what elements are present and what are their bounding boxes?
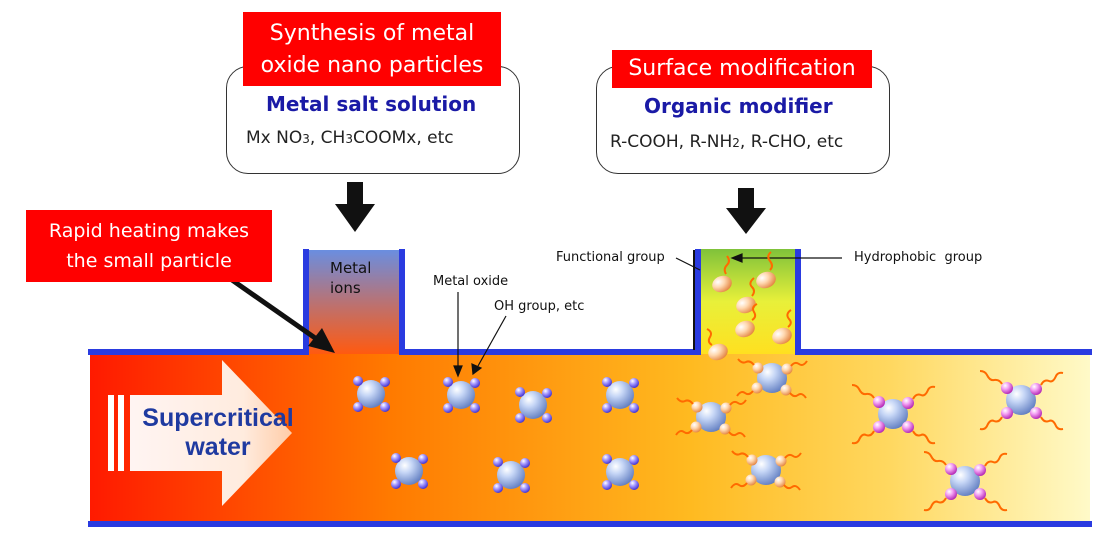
organic-modifiers xyxy=(706,251,792,361)
hydrophobic-group-label: Hydrophobic group xyxy=(854,250,983,265)
pipe-walls xyxy=(88,249,1092,527)
surface-title: Surface modification xyxy=(612,50,872,88)
supercritical-flow-arrow xyxy=(108,360,292,506)
metal-ions-label: Metal ions xyxy=(330,259,372,297)
organic-modifier-heading: Organic modifier xyxy=(644,94,833,118)
synthesis-title: Synthesis of metal oxide nano particles xyxy=(243,12,501,86)
metal-salt-heading: Metal salt solution xyxy=(266,92,477,116)
surface-title-text: Surface modification xyxy=(628,56,856,81)
metal-salt-formula: Mx NO3, CH3COOMx, etc xyxy=(246,128,454,148)
rapid-heating-line2: the small particle xyxy=(66,250,232,272)
feed-arrow-left xyxy=(335,182,375,232)
organic-modifier-formula: R-COOH, R-NH2, R-CHO, etc xyxy=(610,132,844,152)
supercritical-water-label: Supercritical water xyxy=(142,404,294,461)
synthesis-title-line1: Synthesis of metal xyxy=(269,21,475,46)
oh-group-label: OH group, etc xyxy=(494,299,585,314)
metal-oxide-label: Metal oxide xyxy=(433,274,509,289)
feed-arrow-right xyxy=(726,188,766,234)
functional-group-label: Functional group xyxy=(556,250,665,265)
rapid-heating-line1: Rapid heating makes xyxy=(48,220,250,242)
synthesis-title-line2: oxide nano particles xyxy=(260,53,484,78)
rapid-heating-label: Rapid heating makes the small particle xyxy=(26,210,272,282)
